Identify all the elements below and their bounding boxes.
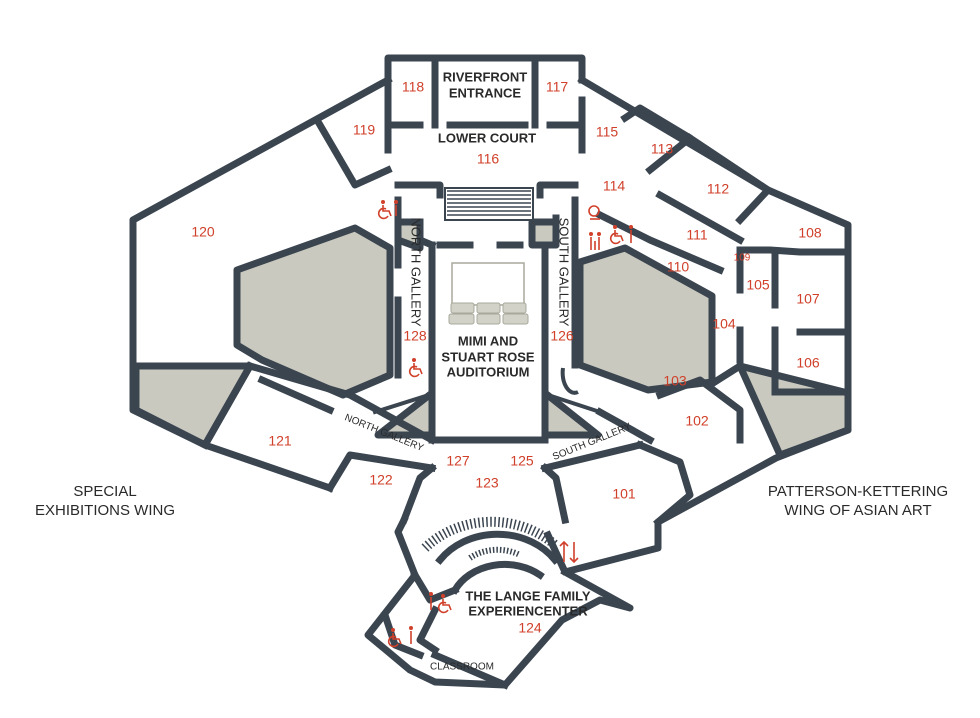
elevator-icon xyxy=(559,540,579,564)
auditorium-screen xyxy=(451,262,525,306)
room-101: 101 xyxy=(612,486,636,502)
room-111: 111 xyxy=(686,227,707,243)
room-104: 104 xyxy=(712,316,736,332)
wheelchair-icon xyxy=(408,358,423,378)
room-128: 128 xyxy=(403,328,427,344)
main-stairs xyxy=(444,187,534,221)
auditorium-label-3: AUDITORIUM xyxy=(447,364,530,379)
restroom-icon xyxy=(629,225,633,243)
experiencenter-label-1: THE LANGE FAMILY xyxy=(465,588,591,603)
room-107: 107 xyxy=(796,291,820,307)
room-127: 127 xyxy=(446,453,470,469)
auditorium-fixtures xyxy=(448,262,579,395)
inner-walls xyxy=(200,54,852,690)
asian-art-wing-label-1: PATTERSON-KETTERING xyxy=(768,483,948,500)
special-exhibitions-wing-label-2: EXHIBITIONS WING xyxy=(35,502,175,519)
room-115: 115 xyxy=(596,124,619,140)
baby-changing-icon xyxy=(588,205,600,220)
lower-court-label: LOWER COURT xyxy=(438,130,536,145)
outer-walls xyxy=(129,54,852,689)
entrance-outline xyxy=(384,54,586,104)
room-114: 114 xyxy=(603,178,626,194)
room-125: 125 xyxy=(510,453,534,469)
room-109: 109 xyxy=(734,253,751,264)
room-112: 112 xyxy=(707,181,730,197)
room-121: 121 xyxy=(268,433,292,449)
left-courtyard xyxy=(233,224,394,399)
experiencenter-label-2: EXPERIENCENTER xyxy=(468,603,588,618)
north-gallery-vertical-label: NORTH GALLERY xyxy=(409,217,424,327)
auditorium-label-1: MIMI AND xyxy=(458,333,518,348)
room-103: 103 xyxy=(663,373,687,389)
room-123: 123 xyxy=(475,475,499,491)
left-corner-shade xyxy=(132,362,254,449)
asian-art-wing-label-2: WING OF ASIAN ART xyxy=(784,502,931,519)
room-122: 122 xyxy=(369,472,393,488)
room-118: 118 xyxy=(402,79,425,95)
room-numbers: 101 102 103 104 105 106 107 108 109 110 … xyxy=(191,79,822,636)
experiencenter-outline xyxy=(364,515,634,689)
riverfront-entrance-label-1: RIVERFRONT xyxy=(443,69,528,84)
family-restroom-icon xyxy=(589,232,601,250)
asian-wing-outline xyxy=(543,75,852,576)
restroom-icon xyxy=(409,626,413,644)
room-108: 108 xyxy=(798,225,822,241)
room-126: 126 xyxy=(550,328,574,344)
restroom-icon xyxy=(394,200,398,216)
room-113: 113 xyxy=(651,141,674,157)
special-exhibitions-wing-label-1: SPECIAL xyxy=(73,483,136,500)
experiencenter-stairs xyxy=(421,516,559,561)
wheelchair-icon xyxy=(387,628,402,648)
wheelchair-icon xyxy=(609,225,624,245)
south-triangle-shade xyxy=(541,389,602,439)
classroom-label: CLASSROOM xyxy=(430,662,494,673)
room-105: 105 xyxy=(746,277,770,293)
auditorium-label-2: STUART ROSE xyxy=(441,349,535,364)
shaded-areas xyxy=(132,218,852,459)
riverfront-entrance-label-2: ENTRANCE xyxy=(449,85,522,100)
room-120: 120 xyxy=(191,224,215,240)
wheelchair-icon xyxy=(437,594,452,614)
right-corner-shade xyxy=(736,362,852,459)
room-124: 124 xyxy=(518,620,542,636)
restroom-icon xyxy=(429,592,433,610)
right-courtyard xyxy=(576,244,716,394)
south-gallery-vertical-label: SOUTH GALLERY xyxy=(557,218,572,327)
room-119: 119 xyxy=(353,122,376,138)
room-106: 106 xyxy=(796,355,820,371)
room-110: 110 xyxy=(667,259,690,275)
room-117: 117 xyxy=(546,79,569,95)
room-116: 116 xyxy=(477,151,500,167)
wheelchair-icon xyxy=(377,200,392,220)
special-wing-outline xyxy=(129,75,393,493)
room-102: 102 xyxy=(685,413,709,429)
wing-labels: SPECIAL EXHIBITIONS WING PATTERSON-KETTE… xyxy=(35,483,948,519)
